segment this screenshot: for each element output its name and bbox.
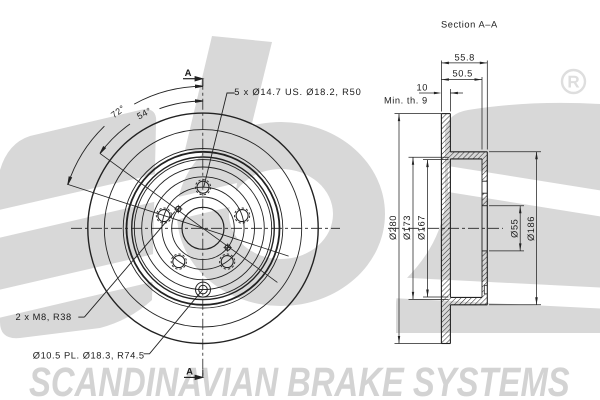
svg-text:55.8: 55.8 xyxy=(455,52,475,62)
svg-text:5 x Ø14.7 US. Ø18.2, R50: 5 x Ø14.7 US. Ø18.2, R50 xyxy=(234,87,361,97)
svg-text:Section A–A: Section A–A xyxy=(441,19,498,29)
svg-text:Ø55: Ø55 xyxy=(510,219,520,238)
svg-text:Ø167: Ø167 xyxy=(417,215,427,240)
svg-text:A: A xyxy=(186,367,193,378)
svg-text:SCANDINAVIAN BRAKE SYSTEMS: SCANDINAVIAN BRAKE SYSTEMS xyxy=(29,359,570,400)
svg-text:Ø10.5 PL. Ø18.3, R74.5: Ø10.5 PL. Ø18.3, R74.5 xyxy=(33,350,145,360)
svg-text:A: A xyxy=(185,68,192,79)
svg-text:50.5: 50.5 xyxy=(453,69,473,79)
svg-text:Min. th. 9: Min. th. 9 xyxy=(384,95,428,105)
svg-text:Ø173: Ø173 xyxy=(402,215,412,240)
svg-text:2 x M8, R38: 2 x M8, R38 xyxy=(16,312,72,322)
svg-text:Ø280: Ø280 xyxy=(388,215,398,240)
svg-text:R: R xyxy=(567,73,579,92)
svg-text:Ø186: Ø186 xyxy=(526,216,536,241)
svg-text:10: 10 xyxy=(417,82,428,92)
